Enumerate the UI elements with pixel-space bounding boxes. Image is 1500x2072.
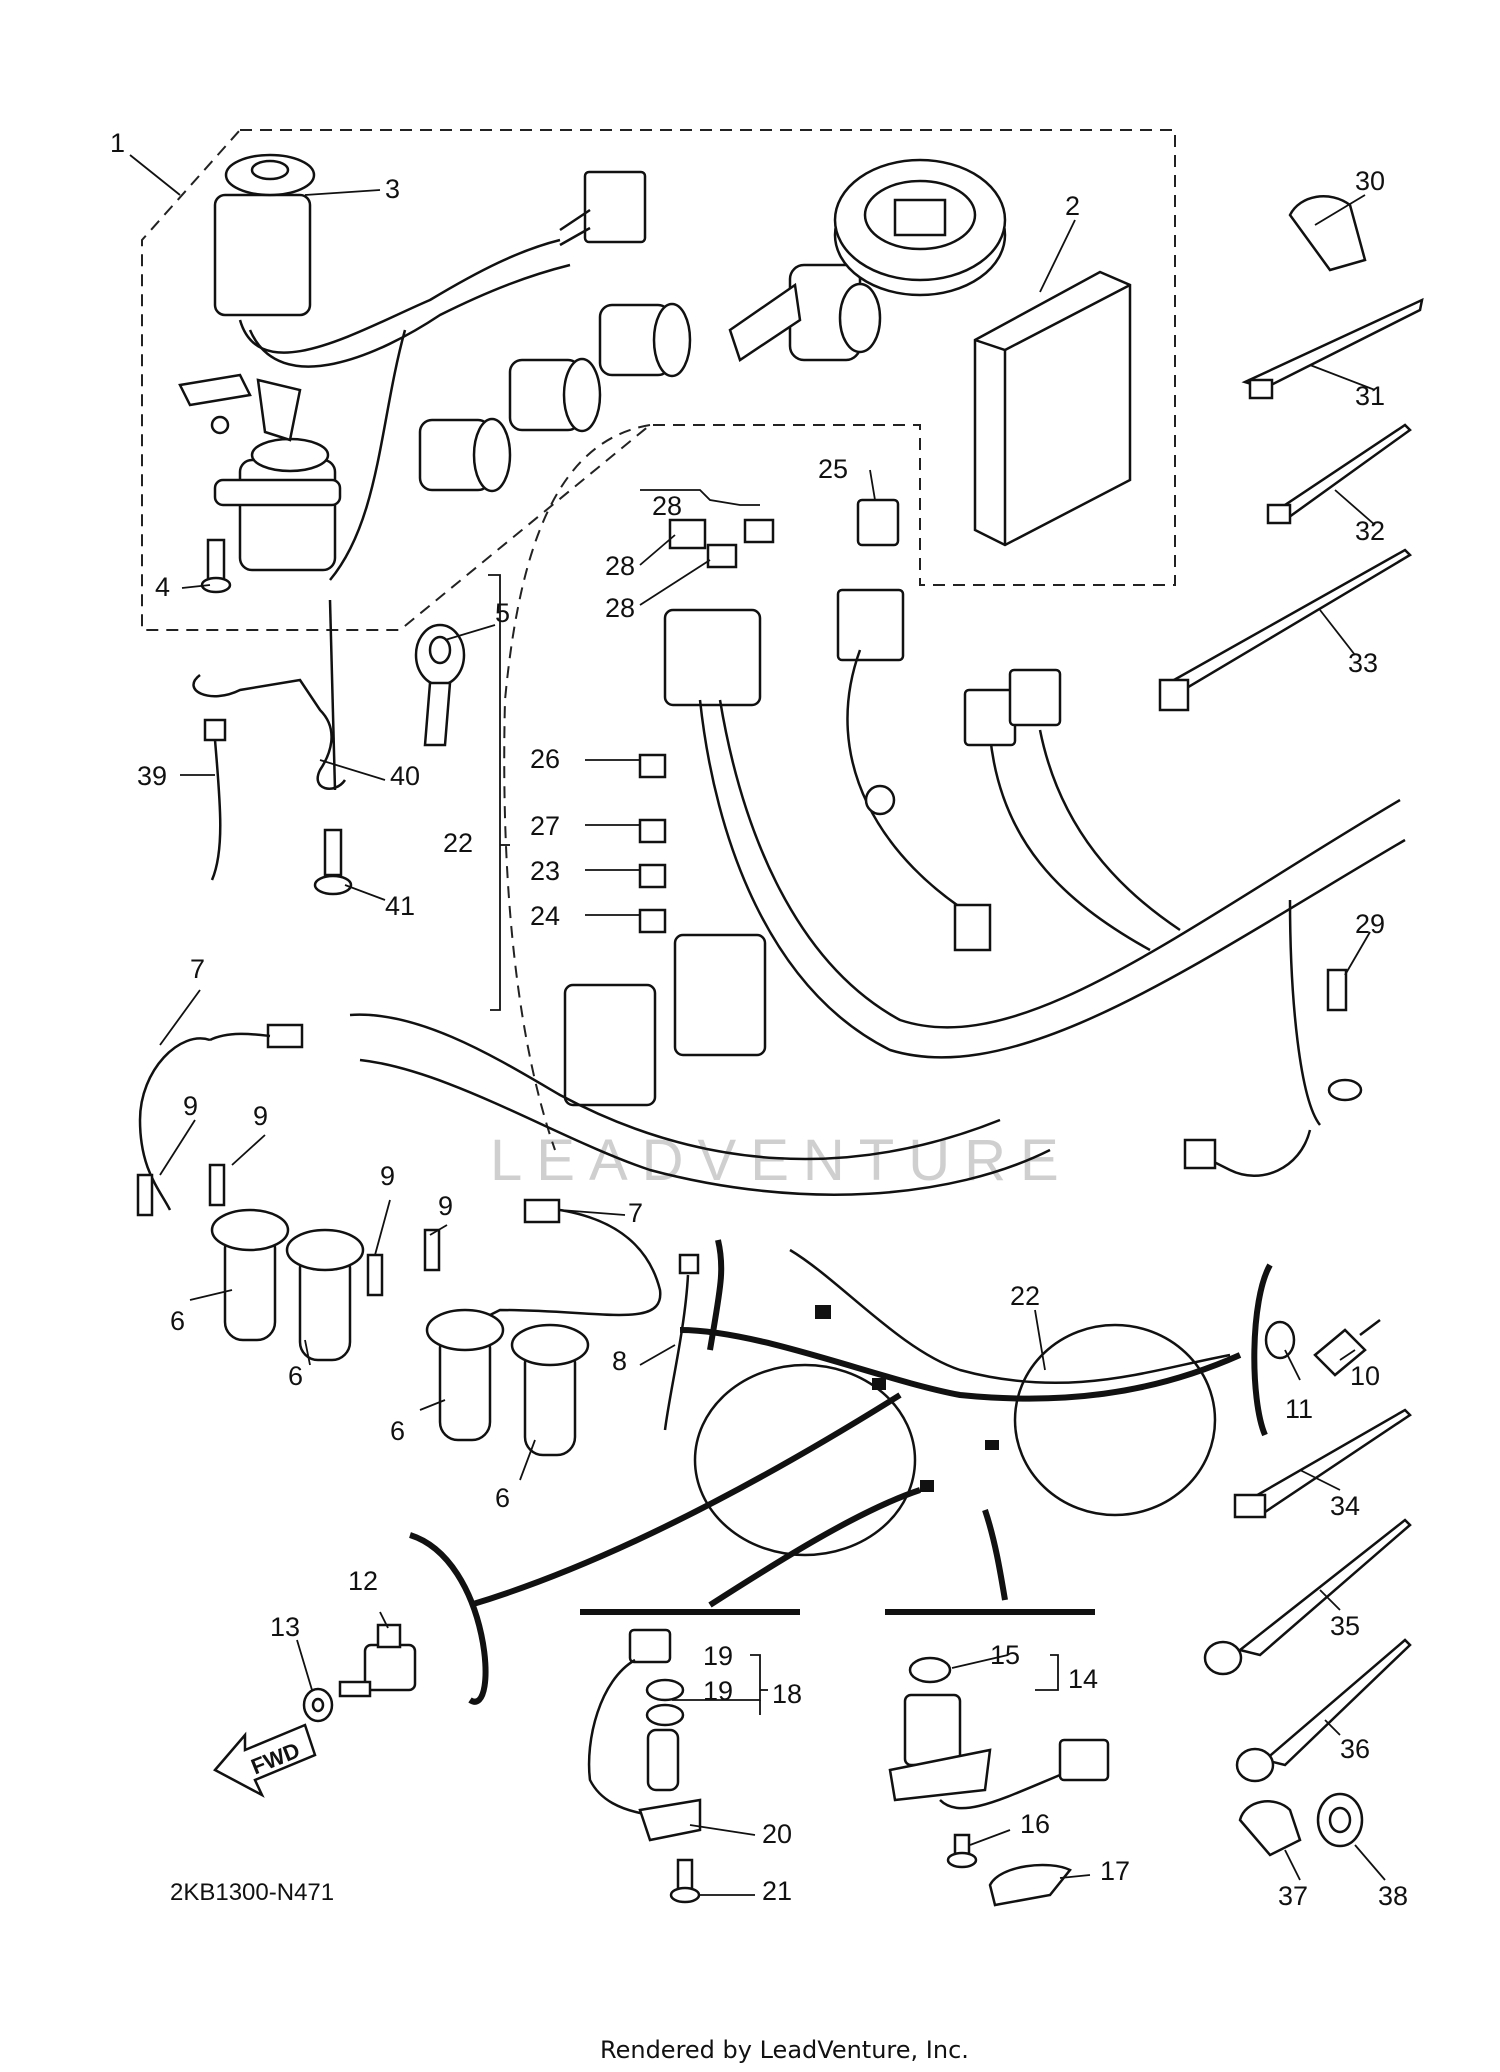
watermark: LEADVENTURE bbox=[490, 1128, 1073, 1193]
callout-28a: 28 bbox=[652, 491, 682, 521]
callout-7b: 7 bbox=[628, 1198, 643, 1228]
group-box-main-switch-set bbox=[141, 129, 1176, 631]
key-part bbox=[414, 623, 466, 747]
callout-28b: 28 bbox=[605, 551, 635, 581]
callout-6c: 6 bbox=[390, 1416, 405, 1446]
callout-2: 2 bbox=[1065, 191, 1080, 221]
callout-9a: 9 bbox=[183, 1091, 198, 1121]
sensor-part-10 bbox=[1313, 1319, 1381, 1377]
cable-tie-part-34 bbox=[1233, 1408, 1412, 1519]
callout-6b: 6 bbox=[288, 1361, 303, 1391]
callout-35: 35 bbox=[1330, 1611, 1360, 1641]
bracket-oil-level-sensor bbox=[409, 1239, 1273, 1705]
lock-cylinders bbox=[418, 263, 882, 493]
bolt-part-29 bbox=[1326, 968, 1363, 1102]
cable-tie-part-35 bbox=[1203, 1518, 1412, 1676]
washer-part-11 bbox=[1264, 1320, 1296, 1360]
sensor-lead-part-7a bbox=[138, 1023, 304, 1211]
ignition-cylinder-part bbox=[178, 373, 342, 572]
callout-5: 5 bbox=[495, 598, 510, 628]
ecu-part bbox=[973, 270, 1132, 547]
callout-34: 34 bbox=[1330, 1491, 1360, 1521]
callout-33: 33 bbox=[1348, 648, 1378, 678]
callout-labels: 1 2 3 4 5 6 6 6 6 7 7 8 9 9 9 9 10 11 12… bbox=[110, 128, 1408, 1911]
cable-tie-part-32 bbox=[1266, 423, 1412, 525]
lock-wire-part bbox=[192, 599, 347, 791]
relay-assembly-parts bbox=[563, 498, 905, 1107]
wire-harness-part bbox=[349, 649, 1406, 1196]
callout-9b: 9 bbox=[253, 1101, 268, 1131]
callout-40: 40 bbox=[390, 761, 420, 791]
callout-16: 16 bbox=[1020, 1809, 1050, 1839]
callout-1: 1 bbox=[110, 128, 125, 158]
callout-6d: 6 bbox=[495, 1483, 510, 1513]
bolt-part-41 bbox=[313, 828, 353, 896]
callout-19b: 19 bbox=[703, 1676, 733, 1706]
cable-tie-part-39 bbox=[203, 718, 227, 881]
motorcycle-locator bbox=[469, 1248, 1242, 1608]
sensor-part-18 bbox=[587, 1628, 702, 1904]
callout-25: 25 bbox=[818, 454, 848, 484]
callout-27: 27 bbox=[530, 811, 560, 841]
callout-31: 31 bbox=[1355, 381, 1385, 411]
callout-37: 37 bbox=[1278, 1881, 1308, 1911]
callout-17: 17 bbox=[1100, 1856, 1130, 1886]
washer-part-13 bbox=[302, 1687, 334, 1723]
callout-14: 14 bbox=[1068, 1664, 1098, 1694]
clip-part-37 bbox=[1238, 1800, 1302, 1857]
callout-22a: 22 bbox=[443, 828, 473, 858]
cable-tie-part-8 bbox=[663, 1253, 700, 1431]
callout-23: 23 bbox=[530, 856, 560, 886]
fwd-arrow-icon: FWD bbox=[213, 1723, 317, 1798]
render-footer: Rendered by LeadVenture, Inc. bbox=[600, 2036, 969, 2064]
callout-26: 26 bbox=[530, 744, 560, 774]
callout-18: 18 bbox=[772, 1679, 802, 1709]
callout-39: 39 bbox=[137, 761, 167, 791]
leader-lines bbox=[129, 154, 1386, 1896]
callout-11: 11 bbox=[1285, 1394, 1313, 1424]
callout-3: 3 bbox=[385, 174, 400, 204]
cable-tie-part-36 bbox=[1235, 1638, 1412, 1783]
cable-tie-part-31 bbox=[1241, 297, 1424, 400]
callout-28c: 28 bbox=[605, 593, 635, 623]
cable-tie-part-33 bbox=[1158, 548, 1413, 712]
main-switch-part bbox=[213, 153, 647, 581]
bolt-part-4 bbox=[200, 538, 232, 594]
callout-30: 30 bbox=[1355, 166, 1385, 196]
callout-13: 13 bbox=[270, 1612, 300, 1642]
callout-21: 21 bbox=[762, 1876, 792, 1906]
sensor-lead-part-7b bbox=[479, 1198, 662, 1322]
callout-15: 15 bbox=[990, 1640, 1020, 1670]
fuel-cap-lock-part bbox=[833, 158, 1007, 297]
callout-22b: 22 bbox=[1010, 1281, 1040, 1311]
clip-part-30 bbox=[1288, 195, 1367, 272]
callout-24: 24 bbox=[530, 901, 560, 931]
callout-10: 10 bbox=[1350, 1361, 1380, 1391]
callout-12: 12 bbox=[348, 1566, 378, 1596]
callout-20: 20 bbox=[762, 1819, 792, 1849]
callout-19a: 19 bbox=[703, 1641, 733, 1671]
ignition-coils-part bbox=[210, 1208, 590, 1457]
callout-9d: 9 bbox=[438, 1191, 453, 1221]
callout-4: 4 bbox=[155, 572, 170, 602]
callout-8: 8 bbox=[612, 1346, 627, 1376]
callout-29: 29 bbox=[1355, 909, 1385, 939]
callout-36: 36 bbox=[1340, 1734, 1370, 1764]
group-box-relay-assembly bbox=[503, 424, 651, 1151]
callout-41: 41 bbox=[385, 891, 415, 921]
callout-6a: 6 bbox=[170, 1306, 185, 1336]
callout-7a: 7 bbox=[190, 954, 205, 984]
bolts-part-9 bbox=[136, 1163, 441, 1297]
switch-part-12 bbox=[338, 1623, 417, 1698]
diagram-code: 2KB1300-N471 bbox=[170, 1879, 334, 1906]
callout-32: 32 bbox=[1355, 516, 1385, 546]
callout-9c: 9 bbox=[380, 1161, 395, 1191]
sensor-part-14 bbox=[888, 1656, 1110, 1907]
callout-38: 38 bbox=[1378, 1881, 1408, 1911]
clip-part-38 bbox=[1316, 1792, 1364, 1848]
